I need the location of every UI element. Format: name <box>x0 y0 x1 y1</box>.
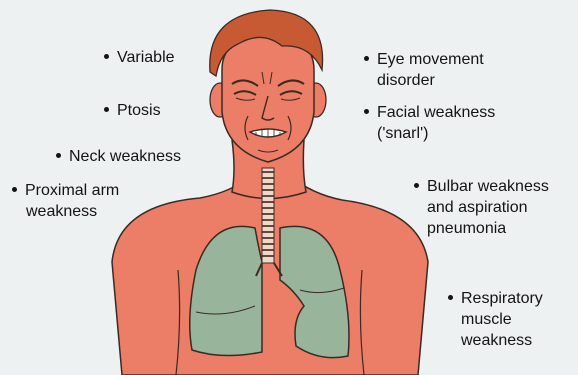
label-bulbar-weakness: Bulbar weakness and aspiration pneumonia <box>414 176 549 239</box>
bullet-icon <box>104 107 109 112</box>
bullet-icon <box>364 56 369 61</box>
label-proximal-arm-weakness: Proximal arm weakness <box>12 180 119 222</box>
bullet-icon <box>104 54 109 59</box>
label-respiratory-muscle-weakness: Respiratory muscle weakness <box>448 288 543 351</box>
bullet-icon <box>364 109 369 114</box>
label-neck-weakness: Neck weakness <box>56 146 181 167</box>
label-ptosis: Ptosis <box>104 100 161 121</box>
bullet-icon <box>414 183 419 188</box>
label-facial-weakness: Facial weakness ('snarl') <box>364 102 495 144</box>
head <box>210 10 326 162</box>
bullet-icon <box>56 153 61 158</box>
label-variable: Variable <box>104 47 175 68</box>
bullet-icon <box>12 187 17 192</box>
bullet-icon <box>448 295 453 300</box>
label-eye-movement-disorder: Eye movement disorder <box>364 49 484 91</box>
